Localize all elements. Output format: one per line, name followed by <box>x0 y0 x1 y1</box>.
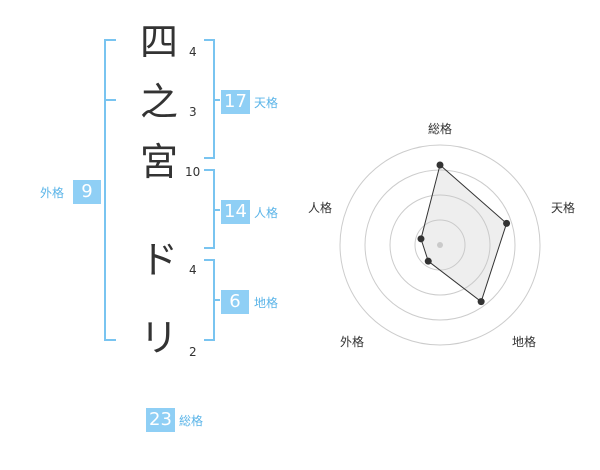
soukaku-value: 23 <box>146 408 175 432</box>
stroke-count-5: 2 <box>189 345 197 359</box>
tenkaku-label: 天格 <box>254 96 279 110</box>
radar-ring <box>339 144 541 346</box>
soukaku-label: 総格 <box>179 414 204 428</box>
name-char-1: 四 <box>139 20 178 64</box>
radar-point-4 <box>424 257 432 265</box>
radar-point-3 <box>477 298 485 306</box>
jinkaku-value: 14 <box>221 200 250 224</box>
name-char-5: リ <box>139 316 178 360</box>
radar-ring <box>389 194 491 296</box>
jinkaku-bracket <box>204 169 220 249</box>
chikaku-value: 6 <box>221 290 249 314</box>
radar-label-soukaku: 総格 <box>428 122 453 136</box>
chikaku-label: 地格 <box>254 296 279 310</box>
chikaku-bracket <box>204 259 220 341</box>
gaikaku-value: 9 <box>73 180 101 204</box>
name-char-4: ド <box>139 238 178 282</box>
jinkaku-label: 人格 <box>254 206 279 220</box>
radar-label-chikaku: 地格 <box>512 335 537 349</box>
radar-center <box>437 242 443 248</box>
radar-point-1 <box>436 161 444 169</box>
radar-label-gaikaku: 外格 <box>340 335 365 349</box>
radar-series-area <box>420 164 508 303</box>
radar-label-tenkaku: 天格 <box>551 201 576 215</box>
stroke-count-3: 10 <box>185 165 201 179</box>
tenkaku-bracket <box>204 39 220 159</box>
radar-point-2 <box>503 219 511 227</box>
radar-chart <box>339 144 541 346</box>
name-char-3: 宮 <box>139 140 178 184</box>
tenkaku-value: 17 <box>221 90 250 114</box>
stroke-count-1: 4 <box>189 45 197 59</box>
name-char-2: 之 <box>139 80 178 124</box>
radar-point-5 <box>417 235 425 243</box>
stroke-count-2: 3 <box>189 105 197 119</box>
stroke-count-4: 4 <box>189 263 197 277</box>
gaikaku-bracket <box>104 39 116 341</box>
gaikaku-label: 外格 <box>40 186 65 200</box>
radar-ring <box>364 169 516 321</box>
radar-label-jinkaku: 人格 <box>308 201 333 215</box>
